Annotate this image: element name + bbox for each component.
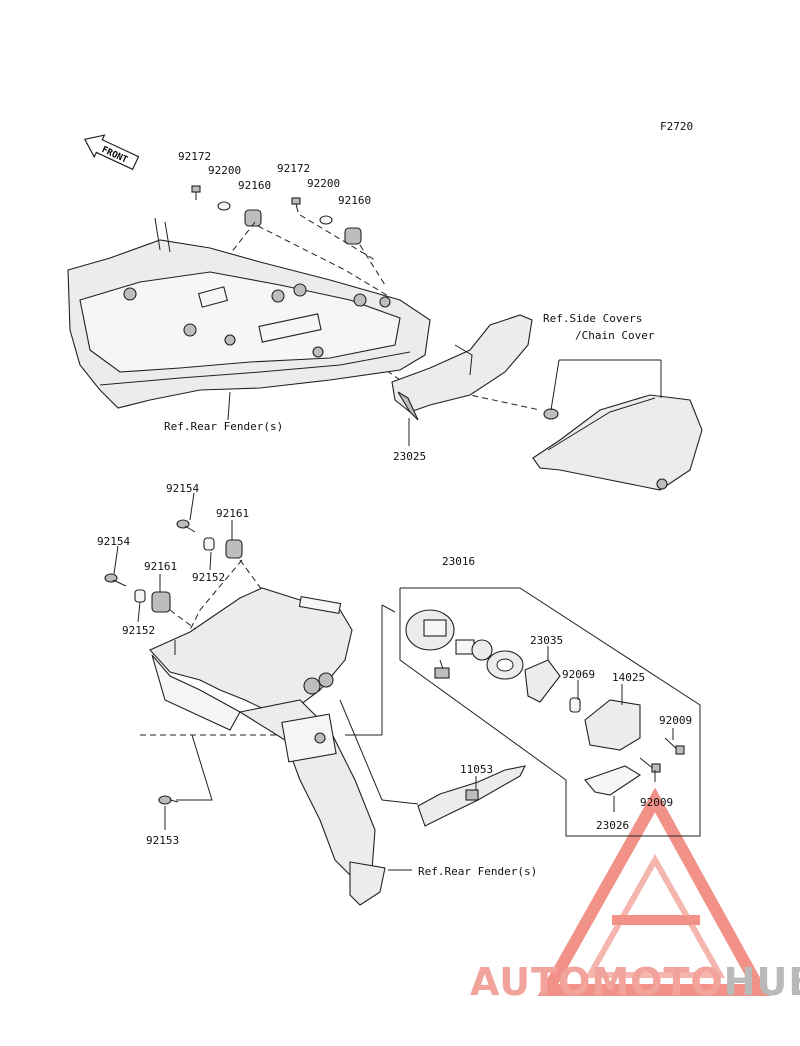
rear-fender-bracket bbox=[149, 587, 386, 906]
gasket-23026 bbox=[584, 765, 642, 796]
watermark-text-part1: AUTOMOTO bbox=[470, 960, 724, 1004]
label-92200-b: 92200 bbox=[307, 177, 340, 190]
bulb-socket bbox=[455, 639, 493, 661]
label-ref-rear-fender-top: Ref.Rear Fender(s) bbox=[164, 420, 283, 433]
label-ref-rear-fender-bottom: Ref.Rear Fender(s) bbox=[418, 865, 537, 878]
tail-cowl-body bbox=[67, 217, 431, 409]
bolt-92153 bbox=[158, 795, 179, 805]
washer-92200-a bbox=[217, 201, 231, 211]
screw-92154-a bbox=[176, 519, 196, 533]
label-92160-a: 92160 bbox=[238, 179, 271, 192]
figure-code: F2720 bbox=[660, 120, 693, 133]
side-cover bbox=[532, 394, 703, 491]
label-23025: 23025 bbox=[393, 450, 426, 463]
label-92152-a: 92152 bbox=[192, 571, 225, 584]
collar-92152-a bbox=[203, 537, 215, 551]
grommet-92160-b bbox=[344, 227, 362, 245]
grommet-92160-a bbox=[244, 209, 262, 227]
label-ref-side-covers: Ref.Side Covers bbox=[543, 312, 642, 325]
screw-92154-b bbox=[104, 573, 127, 587]
label-chain-cover: /Chain Cover bbox=[575, 329, 655, 342]
label-23016: 23016 bbox=[442, 555, 475, 568]
label-92161-a: 92161 bbox=[216, 507, 249, 520]
label-92172-a: 92172 bbox=[178, 150, 211, 163]
label-92009-b: 92009 bbox=[640, 796, 673, 809]
collar-92152-b bbox=[134, 589, 146, 603]
washer-92200-b bbox=[319, 215, 333, 225]
label-14025: 14025 bbox=[612, 671, 645, 684]
label-92161-b: 92161 bbox=[144, 560, 177, 573]
label-92154-a: 92154 bbox=[166, 482, 199, 495]
watermark-text-part2: HUB bbox=[724, 960, 800, 1004]
bolt-92172-a bbox=[191, 185, 201, 200]
label-92153: 92153 bbox=[146, 834, 179, 847]
label-92172-b: 92172 bbox=[277, 162, 310, 175]
watermark-text: AUTOMOTOHUB bbox=[470, 960, 800, 1004]
label-23035: 23035 bbox=[530, 634, 563, 647]
bolt-92172-b bbox=[291, 197, 301, 213]
socket-ring bbox=[486, 650, 524, 680]
grommet-92161-a bbox=[225, 539, 243, 559]
label-23026: 23026 bbox=[596, 819, 629, 832]
screw-92009-a bbox=[664, 737, 685, 755]
lamp-housing-23016 bbox=[405, 609, 455, 679]
bulb-92069 bbox=[569, 697, 581, 713]
label-11053: 11053 bbox=[460, 763, 493, 776]
label-92160-b: 92160 bbox=[338, 194, 371, 207]
license-bracket-11053 bbox=[417, 765, 526, 827]
front-arrow-icon: FRONT bbox=[83, 134, 140, 171]
tail-light-23025 bbox=[391, 314, 533, 421]
label-92154-b: 92154 bbox=[97, 535, 130, 548]
label-92200-a: 92200 bbox=[208, 164, 241, 177]
screw-92009-b bbox=[639, 757, 661, 773]
label-92069: 92069 bbox=[562, 668, 595, 681]
grommet-92161-b bbox=[151, 591, 171, 613]
lens-14025 bbox=[584, 699, 641, 751]
socket-23035 bbox=[524, 659, 561, 703]
label-92009-a: 92009 bbox=[659, 714, 692, 727]
watermark-logo bbox=[537, 787, 771, 996]
label-92152-b: 92152 bbox=[122, 624, 155, 637]
